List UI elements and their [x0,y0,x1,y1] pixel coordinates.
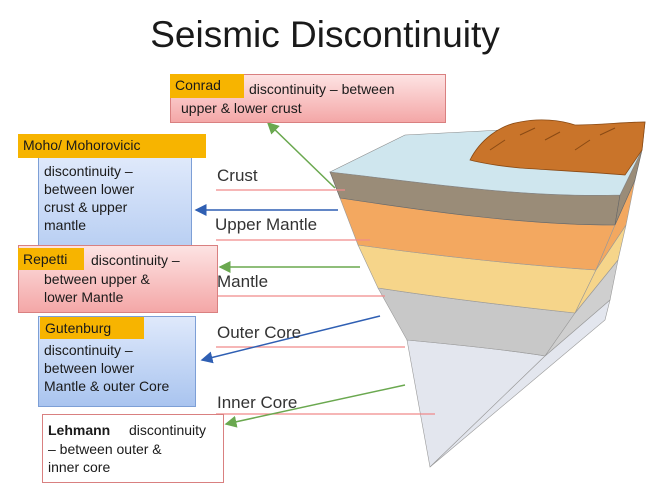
lehmann-description-1: discontinuity [129,422,207,438]
repetti-line-1: between upper & [44,271,150,287]
moho-line-2: between lower [44,181,135,197]
gutenburg-line-3: Mantle & outer Core [44,378,170,394]
lehmann-line-1: – between outer & [48,441,162,457]
repetti-description-1: discontinuity – [91,252,180,268]
inner-core-layer [406,339,546,468]
conrad-description-2: upper & lower crust [181,100,302,116]
layer-label-outer-core: Outer Core [217,323,302,342]
repetti-line-2: lower Mantle [44,289,124,305]
lehmann-name: Lehmann [48,422,111,438]
gutenburg-line-2: between lower [44,360,135,376]
lehmann-line-2: inner core [48,459,111,475]
conrad-arrow [266,121,336,189]
page-title: Seismic Discontinuity [150,14,500,55]
moho-line-3: crust & upper [44,199,128,215]
moho-tag: Moho/ Mohorovicic [18,134,206,158]
conrad-description-1: discontinuity – between [249,81,395,97]
lehmann-box: Lehmann discontinuity – between outer & … [42,414,224,483]
gutenburg-arrow [200,315,381,364]
layer-label-inner-core: Inner Core [217,393,298,412]
gutenburg-line-1: discontinuity – [44,342,133,358]
gutenburg-tag: Gutenburg [40,317,144,339]
mountain [469,119,646,176]
moho-line-1: discontinuity – [44,163,133,179]
moho-line-4: mantle [44,217,87,233]
layer-label-mantle: Mantle [217,272,269,291]
conrad-tag: Conrad [170,74,244,98]
repetti-tag: Repetti [18,248,84,270]
lehmann-arrow [224,384,406,428]
layer-label-upper-mantle: Upper Mantle [215,215,318,234]
layer-label-crust: Crust [217,166,258,185]
